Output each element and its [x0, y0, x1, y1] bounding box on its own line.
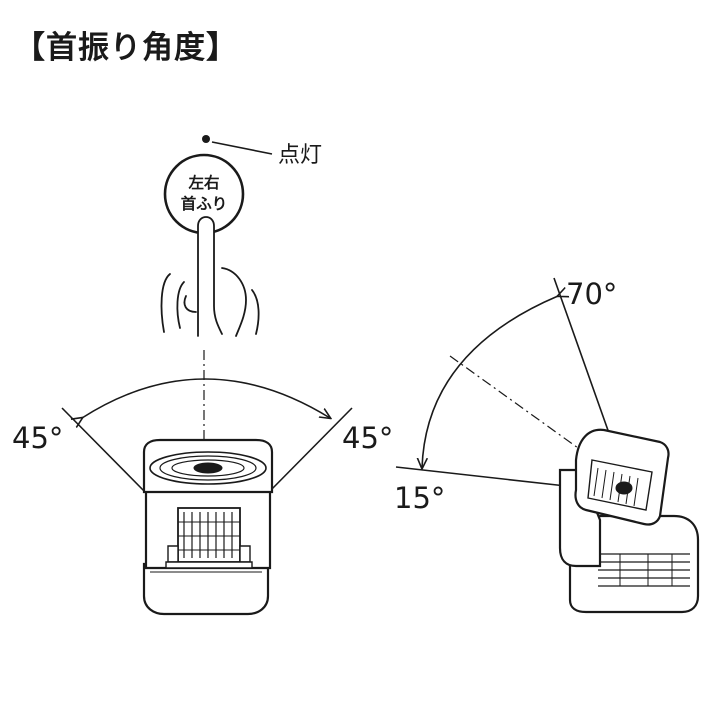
- bottom-angle-label: 15°: [394, 481, 445, 515]
- indicator-label: 点灯: [278, 143, 322, 168]
- button-label-line2: 首ふり: [181, 194, 228, 213]
- unit-front-view: [142, 438, 274, 616]
- indicator-light: [202, 135, 273, 155]
- hand-icon: [160, 216, 260, 337]
- button-label-line1: 左右: [187, 173, 219, 192]
- unit-side-view: [558, 428, 700, 614]
- top-angle-label: 70°: [566, 277, 617, 311]
- left-angle-label: 45°: [12, 421, 63, 455]
- page-title: 【首振り角度】: [14, 30, 238, 66]
- right-angle-label: 45°: [342, 421, 393, 455]
